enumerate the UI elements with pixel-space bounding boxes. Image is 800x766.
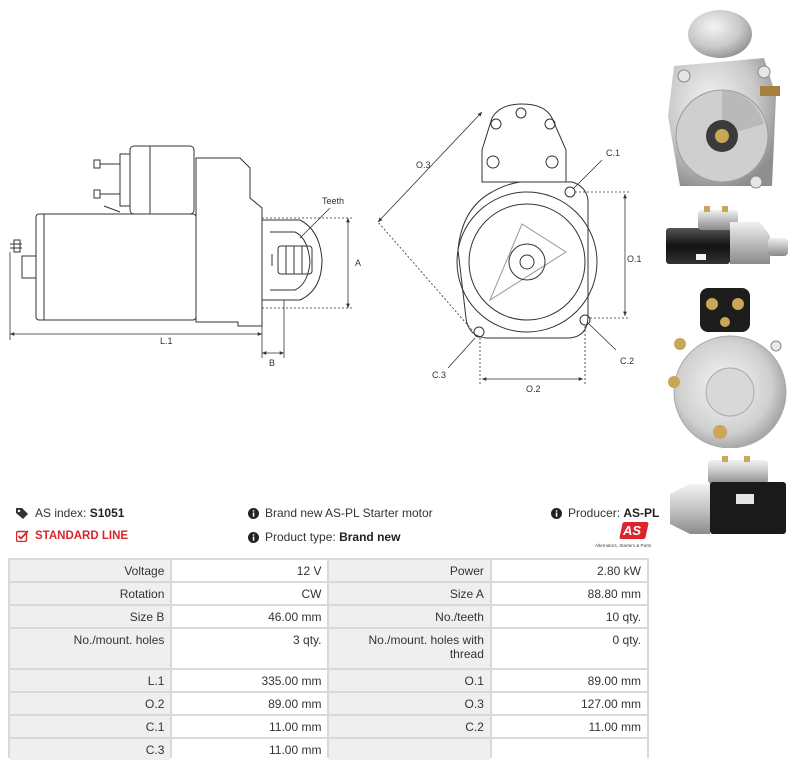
checkbox-checked-icon [16,530,29,542]
as-index-label: AS index: [35,506,87,520]
spec-label: Size A [329,583,490,604]
standard-line: STANDARD LINE [16,530,128,542]
spec-label: C.3 [10,739,171,760]
spec-value: 11.00 mm [491,716,647,737]
product-description: Brand new AS-PL Starter motor [248,506,433,520]
dim-l1-label: L.1 [160,336,173,346]
info-icon [248,507,259,519]
spec-label: Rotation [10,583,171,604]
spec-label: Voltage [10,560,171,581]
spec-value: 3 qty. [172,629,328,668]
producer-label: Producer: [568,506,621,520]
dim-o1-label: O.1 [627,254,642,264]
spec-value: 12 V [172,560,328,581]
logo-text: AS [622,523,642,538]
product-photo-side-2 [670,456,786,534]
description-text: Brand new AS-PL Starter motor [265,506,433,520]
dim-c3-label: C.3 [432,370,446,380]
spec-label: No./mount. holes with thread [329,629,490,668]
dim-c1-label: C.1 [606,148,620,158]
dim-b-label: B [269,358,275,368]
spec-label: Size B [10,606,171,627]
spec-label: C.2 [329,716,490,737]
spec-label: Power [329,560,490,581]
side-view-dimensions [9,207,352,358]
as-index: AS index: S1051 [16,506,124,520]
technical-drawing: Teeth A B L.1 C.1 O.1 C [9,103,642,394]
product-type-label: Product type: [265,530,336,544]
product-type-value: Brand new [339,530,401,544]
info-icon [551,507,562,519]
dim-o2-label: O.2 [526,384,541,394]
spec-value: 88.80 mm [491,583,647,604]
product-photo-rear [668,288,787,448]
product-photo-side [666,206,788,264]
logo-tagline: Alternators, Starters & Parts [594,543,651,548]
info-icon [248,531,259,543]
as-index-value: S1051 [89,506,125,520]
product-photo-front [668,10,780,189]
spec-value: 0 qty. [491,629,647,668]
spec-value: 10 qty. [491,606,647,627]
front-view-dimensions [377,111,630,384]
spec-label: C.1 [10,716,171,737]
product-type: Product type: Brand new [248,530,400,544]
side-view [10,145,323,327]
producer-logo: AS Alternators, Starters & Parts [585,522,651,552]
spec-value: 127.00 mm [491,693,647,714]
dim-a-label: A [355,258,361,268]
spec-value [491,739,647,760]
spec-label: O.1 [329,670,490,691]
spec-label: O.2 [10,693,171,714]
spec-value: 89.00 mm [491,670,647,691]
spec-label: No./teeth [329,606,490,627]
spec-label: O.3 [329,693,490,714]
dim-o3-label: O.3 [416,160,431,170]
producer: Producer: AS-PL [551,506,659,520]
spec-value: 335.00 mm [172,670,328,691]
tags-icon [16,507,28,519]
spec-value: 46.00 mm [172,606,328,627]
spec-value: 11.00 mm [172,739,328,760]
dim-c2-label: C.2 [620,356,634,366]
spec-value: CW [172,583,328,604]
front-view [456,103,598,339]
producer-value: AS-PL [623,506,660,520]
spec-value: 89.00 mm [172,693,328,714]
spec-label: L.1 [10,670,171,691]
spec-label [329,739,490,760]
standard-line-text: STANDARD LINE [35,530,129,542]
spec-value: 11.00 mm [172,716,328,737]
teeth-label: Teeth [322,196,344,206]
spec-value: 2.80 kW [491,560,647,581]
spec-label: No./mount. holes [10,629,171,668]
